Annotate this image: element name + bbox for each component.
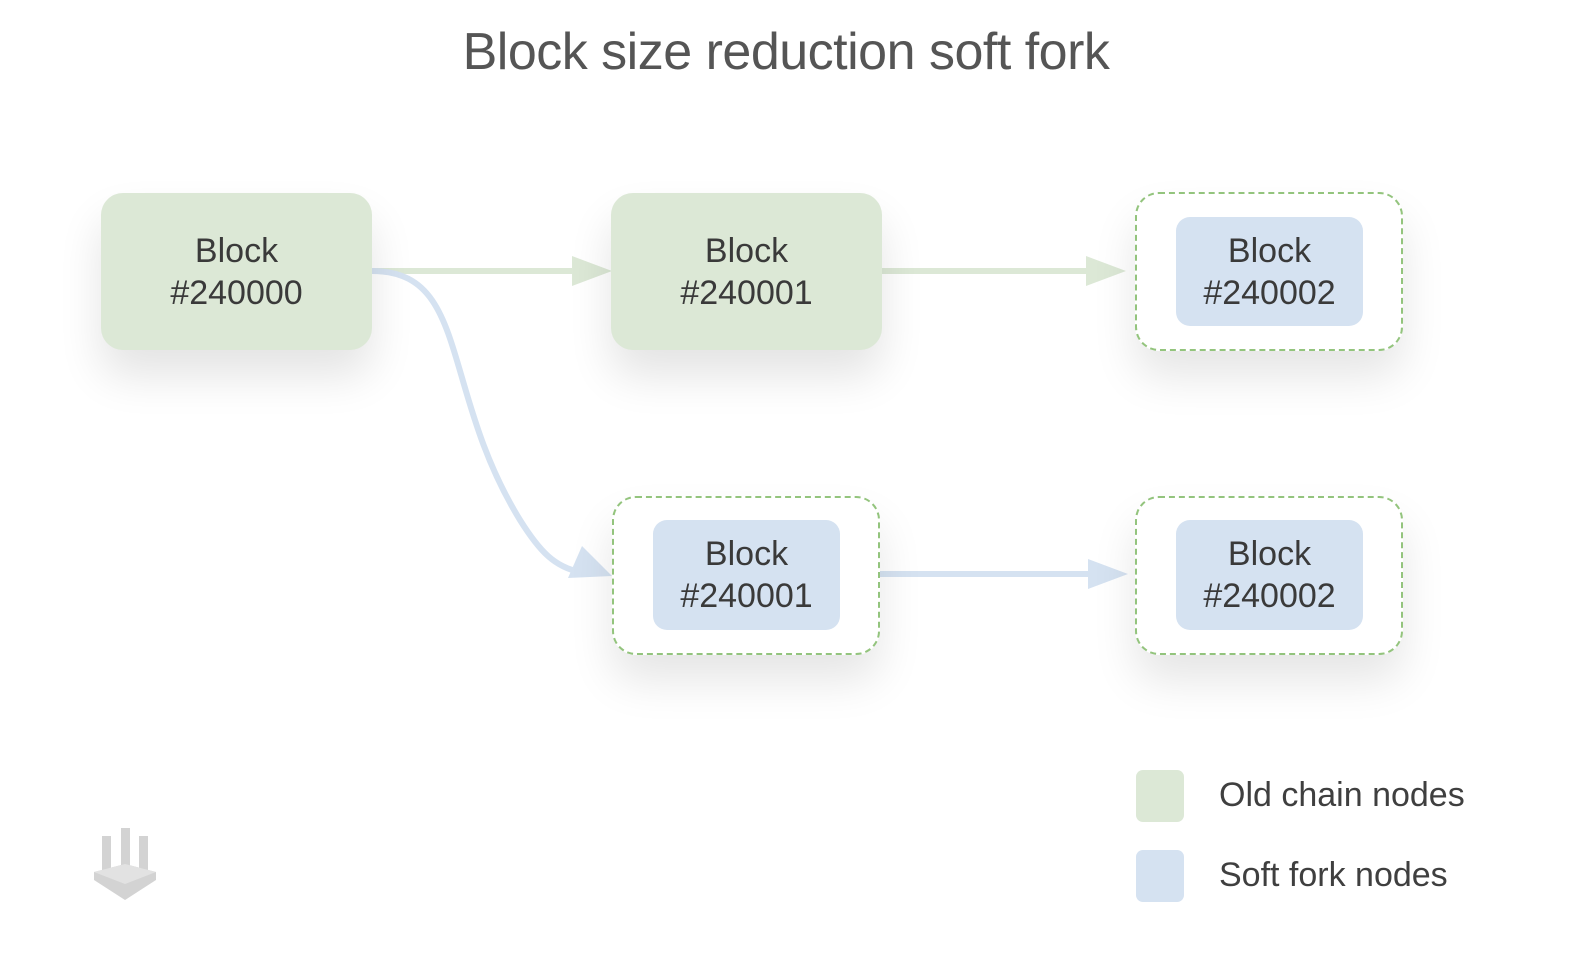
page-title: Block size reduction soft fork xyxy=(462,23,1110,81)
arrowhead-old-240002 xyxy=(1086,256,1126,286)
legend-label-old-chain: Old chain nodes xyxy=(1219,776,1465,814)
block-number: #240001 xyxy=(680,577,813,615)
block-240002-top: Block #240002 xyxy=(1176,217,1363,326)
arrowhead-fork-240001 xyxy=(568,546,612,578)
block-240002-soft-fork: Block #240002 xyxy=(1176,520,1363,630)
block-label: Block xyxy=(1227,231,1312,270)
block-number: #240002 xyxy=(1203,273,1336,312)
arrowhead-fork-240002 xyxy=(1088,559,1128,589)
block-240001-old-chain: Block #240001 xyxy=(611,193,882,350)
block-label: Block xyxy=(704,231,789,270)
legend-swatch-soft-fork xyxy=(1136,850,1184,902)
block-number: #240001 xyxy=(680,273,813,312)
legend-swatch-old-chain xyxy=(1136,770,1184,822)
block-number: #240002 xyxy=(1203,577,1336,615)
edge-fork-240000-240001 xyxy=(371,268,581,575)
stacked-pillars-logo-icon xyxy=(94,828,156,900)
arrowhead-old-240001 xyxy=(572,256,612,286)
block-number: #240000 xyxy=(170,273,303,312)
block-label: Block xyxy=(1227,535,1312,573)
block-240001-soft-fork: Block #240001 xyxy=(653,520,840,630)
block-240000: Block #240000 xyxy=(101,193,372,350)
block-label: Block xyxy=(704,535,789,573)
block-label: Block xyxy=(194,231,279,270)
legend-label-soft-fork: Soft fork nodes xyxy=(1219,856,1448,894)
